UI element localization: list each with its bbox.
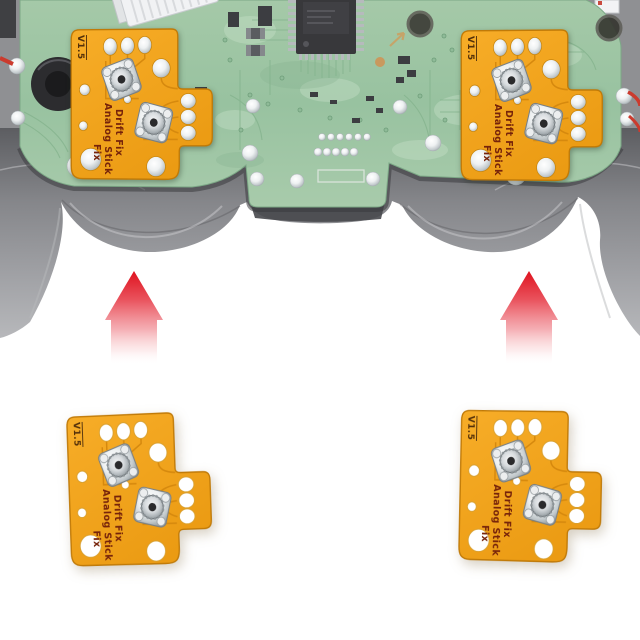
module-label-analog-stick: Analog Stick [489, 484, 503, 557]
board-holes [406, 10, 623, 42]
drift-fix-module-loose-left: V1.5 Drift Fix Analog Stick Fix [61, 407, 216, 572]
module-board-graphic [458, 409, 603, 563]
module-label-analog-stick: Analog Stick [102, 103, 113, 175]
trim-potentiometer [524, 102, 564, 145]
module-label-analog-stick: Analog Stick [492, 104, 503, 176]
silkscreen-arrow [389, 31, 406, 47]
module-through-holes [466, 417, 586, 560]
capacitors [246, 28, 385, 67]
module-version-label: V1.5 [465, 415, 478, 441]
module-board-graphic [66, 412, 212, 567]
module-solder-pads [78, 35, 197, 178]
module-label-drift-fix: Drift Fix [113, 109, 124, 157]
module-label-fix: Fix [481, 145, 492, 163]
module-label-drift-fix: Drift Fix [111, 494, 124, 543]
module-label-fix: Fix [91, 144, 102, 162]
module-version-label: V1.5 [71, 421, 84, 447]
drift-fix-module-installed-left: V1.5 Drift Fix Analog Stick Fix [66, 25, 216, 185]
module-label-fix: Fix [90, 530, 102, 548]
module-board-graphic [460, 29, 603, 182]
up-arrow-icon [105, 271, 163, 365]
drift-fix-module-installed-right: V1.5 Drift Fix Analog Stick Fix [456, 26, 606, 186]
trim-potentiometer [133, 486, 172, 528]
module-label-analog-stick: Analog Stick [99, 488, 114, 562]
trim-potentiometer [522, 483, 562, 526]
up-arrow-icon [500, 271, 558, 365]
main-ic-chip [288, 0, 364, 60]
drift-fix-module-loose-right: V1.5 Drift Fix Analog Stick Fix [453, 405, 606, 568]
trim-potentiometer [98, 443, 140, 487]
trim-potentiometer [490, 439, 532, 483]
module-label-fix: Fix [478, 524, 491, 543]
module-board-graphic [70, 28, 213, 181]
pcb-edge-shadow [17, 146, 624, 212]
trim-potentiometer [134, 101, 174, 144]
module-version-label: V1.5 [75, 35, 87, 60]
trim-potentiometer [491, 58, 532, 102]
module-through-holes [76, 420, 196, 562]
module-solder-pads [468, 36, 587, 179]
trim-potentiometer [101, 57, 142, 101]
module-label-drift-fix: Drift Fix [503, 110, 514, 158]
module-label-drift-fix: Drift Fix [500, 490, 513, 538]
ribbon-cable-connector [109, 0, 219, 27]
silkscreen-box [317, 169, 365, 183]
pcb-vias [222, 33, 455, 133]
module-version-label: V1.5 [465, 36, 477, 61]
